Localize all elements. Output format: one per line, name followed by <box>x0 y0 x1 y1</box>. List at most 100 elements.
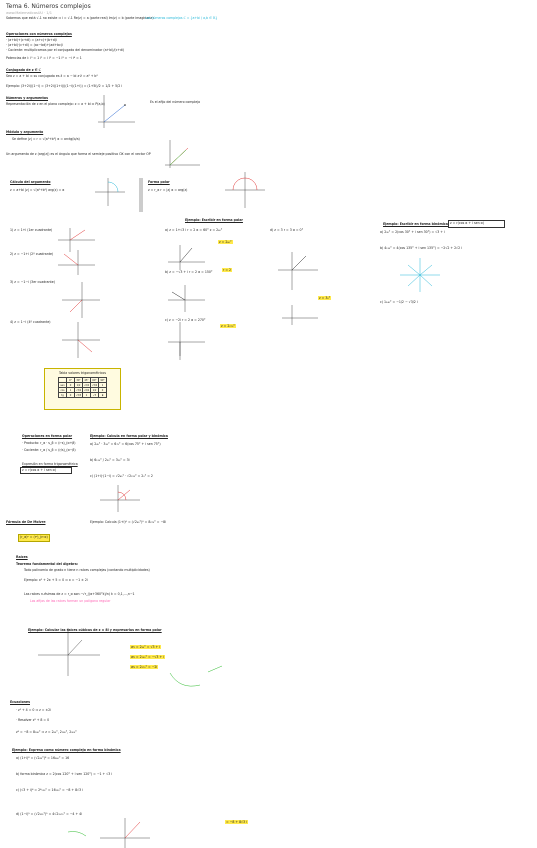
ops-title: Operaciones con números complejos <box>6 32 72 36</box>
rep-line-2: Es el afijo del número complejo <box>150 100 201 104</box>
arg-title: Cálculo del argumento <box>10 180 51 184</box>
binomial-line-1: a) 2₃₀° = 2(cos 30° + i sen 30°) = √3 + … <box>380 230 445 234</box>
roots-result-1: w₁ = 2₃₀° = √3 + i <box>130 645 162 649</box>
polar-example-graph-c <box>168 322 205 360</box>
page-header: Tema 6. Números complejos www.Matematica… <box>6 3 91 15</box>
polar-answer-c: z = 2₂₇₀° <box>220 324 236 328</box>
final-answer: = −8 + 8√3 i <box>225 820 249 824</box>
trig-form-title: Expresión en forma trigonométrica <box>22 462 78 466</box>
polar-example-graph-b <box>168 285 205 312</box>
polar-example2-line-2: b) 6₁₂₀° / 2₃₀° = 3₉₀° = 3i <box>90 458 130 462</box>
trig-form-box <box>20 467 72 474</box>
polar-example-graph-e <box>282 305 318 325</box>
polar-answer-b: r = 2 <box>222 268 233 272</box>
mod-title: Módulo y argumento <box>6 130 44 134</box>
arg-line-1: z = a+bi |z| = √(a²+b²) arg(z) = α <box>10 188 65 192</box>
argument-circle-graph <box>95 178 125 206</box>
polar-ops-line-2: · Cociente: r_α / s_β = (r/s)_(α−β) <box>22 448 76 452</box>
right-circle-graph <box>225 172 265 208</box>
last-example-4: d) (1−i)⁵ = (√2₃₁₅°)⁵ = 4√2₁₅₇₅° = −4 + … <box>16 812 83 816</box>
table-cell: ∄ <box>98 392 107 398</box>
polar-example-c: c) z = −2i r = 2 α = 270° <box>165 318 206 322</box>
roots-line-2: Todo polinomio de grado n tiene n raíces… <box>24 568 150 572</box>
roots-line-4: Las raíces n-ésimas de z = r_α son: ⁿ√r_… <box>24 592 135 596</box>
table-cell: √3/3 <box>74 392 83 398</box>
case-1: 1) z = 1+i (1er cuadrante) <box>10 228 53 232</box>
moivre-formula-box <box>18 534 50 542</box>
table-cell: tg <box>58 392 67 398</box>
conj-line-1: Sea z = a + bi ⇒ su conjugado es z̄ = a … <box>6 74 98 78</box>
polar-ops-title: Operaciones en forma polar <box>22 434 73 438</box>
polar-example2-line-3: c) (1+i)·(1−i) = √2₄₅° · √2₃₁₅° = 2₀° = … <box>90 474 153 478</box>
ops-line-3: · Cociente: multiplicamos por el conjuga… <box>6 48 125 52</box>
last-example-title: Ejemplo: Expresa como número complejo en… <box>12 748 121 752</box>
trig-table: 0° 30° 45° 60° 90° sen 0 1/2 √2/2 √3/2 1… <box>58 377 107 398</box>
case-2: 2) z = −1+i (2º cuadrante) <box>10 252 54 256</box>
roots-result-3: w₃ = 2₂₇₀° = −2i <box>130 665 159 669</box>
intro-text: Sabemos que está √-1 no existe ⇒ i = √-1… <box>6 16 154 20</box>
polar-example-a: a) z = 1+√3 i r = 2 α = 60° z = 2₆₀° <box>165 228 223 232</box>
page-title: Tema 6. Números complejos <box>6 3 91 10</box>
roots-plane-graph <box>38 628 100 676</box>
conj-line-2: Ejemplo: (3+2i)/(1−i) = (3+2i)(1+i)/((1−… <box>6 84 123 88</box>
rep-title: Números y argumentos <box>6 96 49 100</box>
roots-title: Raíces <box>16 555 28 559</box>
table-row: tg 0 √3/3 1 √3 ∄ <box>58 392 107 398</box>
roots-line-5: Los afijos de las raíces forman un políg… <box>30 599 111 603</box>
polar-example-b: b) z = −√3 + i r = 2 α = 150° <box>165 270 213 274</box>
conj-title: Conjugado de z ∈ ℂ <box>6 68 41 72</box>
binomial-line-3: c) 1₂₄₀° = −1/2 − √3/2 i <box>380 300 418 304</box>
annotation-arrow <box>169 672 201 687</box>
roots-result-2: w₂ = 2₁₅₀° = −√3 + i <box>130 655 166 659</box>
polar-example-title: Ejemplo: Escribir en forma polar <box>185 218 243 222</box>
moivre-example: Ejemplo: Calcula (1+i)⁶ = (√2₄₅°)⁶ = 8₂₇… <box>90 520 167 524</box>
table-cell: 1 <box>82 392 91 398</box>
modulus-graph <box>165 140 200 168</box>
quadrant-4-graph <box>62 322 100 358</box>
polar-line-1: z = r_α r = |z| α = arg(z) <box>148 188 188 192</box>
quadrant-3-graph <box>62 282 100 318</box>
polar-answer-d: z = 3₀° <box>318 296 332 300</box>
ops-line-4: Potencias de i: i⁰ = 1 i¹ = i i² = −1 i³… <box>6 56 82 60</box>
mod-line-2: Un argumento de z (arg(z)) es el ángulo … <box>6 152 151 156</box>
trig-values-table-box: Tabla valores trigonométricos 0° 30° 45°… <box>44 368 121 410</box>
quadrant-1-graph <box>58 228 95 252</box>
last-example-2: b) forma binómica z = 2(cos 120° + i sen… <box>16 772 113 776</box>
polar-example-graph-d <box>278 252 318 290</box>
bottom-plane-graph <box>67 818 150 848</box>
table-cell: √3 <box>90 392 99 398</box>
polar-ops-line-1: · Producto: r_α · s_β = (r·s)_(α+β) <box>22 441 76 445</box>
intro-cyan-text: Los números complejos ℂ = {a+bi / a,b ∈ … <box>145 16 218 20</box>
equations-line-3: z³ = −8 = 8₁₈₀° ⇒ z = 2₆₀°, 2₁₈₀°, 2₃₀₀° <box>16 730 77 734</box>
binomial-line-2: b) 4₁₃₅° = 4(cos 135° + i sen 135°) = −2… <box>380 246 463 250</box>
complex-plane-graph <box>98 95 135 128</box>
ops-line-1: · (a+bi)+(c+di) = (a+c)+(b+d)i <box>6 38 57 42</box>
moivre-title: Fórmula de De Moivre <box>6 520 46 524</box>
case-4: 4) z = 1−i (4º cuadrante) <box>10 320 51 324</box>
page-subtitle: www.MatematicasUU · 1/1 <box>6 11 52 15</box>
polar-title: Forma polar <box>148 180 170 184</box>
equations-title: Ecuaciones <box>10 700 30 704</box>
polar-answer-a: z = 2₆₀° <box>218 240 233 244</box>
table-cell: 0 <box>66 392 75 398</box>
last-example-1: a) (1+i)⁸ = (√2₄₅°)⁸ = 16₃₆₀° = 16 <box>16 756 70 760</box>
rep-line-1: Representación de z en el plano complejo… <box>6 102 105 106</box>
binomial-formula: z = r(cos α + i sen α) <box>450 221 484 225</box>
moivre-formula: (r_α)ⁿ = (rⁿ)_(n·α) <box>20 535 48 539</box>
equations-line-1: · z² + 4 = 0 ⇒ z = ±2i <box>16 708 52 712</box>
binomial-title: Ejemplo: Escribir en forma binómica <box>383 222 448 226</box>
roots-star-graph <box>400 258 440 292</box>
ops-line-2: · (a+bi)·(c+di) = (ac−bd)+(ad+bc)i <box>6 43 63 47</box>
trig-form-line: z = r(cos α + i sen α) <box>22 468 56 472</box>
trig-table-caption: Tabla valores trigonométricos <box>58 371 107 375</box>
polar-ops-graph <box>100 485 140 512</box>
polar-example2-line-1: a) 2₄₅° · 3₃₀° = 6₇₅° = 6(cos 75° + i se… <box>90 442 161 446</box>
mod-line-1: Se define |z| = r = √(a²+b²) α = arctg(b… <box>12 137 80 141</box>
binomial-formula-box <box>448 220 505 228</box>
equations-line-2: · Resolver z³ + 8 = 0 <box>16 718 50 722</box>
roots-line-1: Teorema fundamental del álgebra: <box>16 562 79 566</box>
quadrant-2-graph <box>58 250 95 275</box>
case-3: 3) z = −1−i (3er cuadrante) <box>10 280 55 284</box>
polar-example-d: d) z = 3 r = 3 α = 0° <box>270 228 304 232</box>
last-example-3: c) (√3 + i)⁴ = 2⁴₁₂₀° = 16₁₂₀° = −8 + 8√… <box>16 788 84 792</box>
